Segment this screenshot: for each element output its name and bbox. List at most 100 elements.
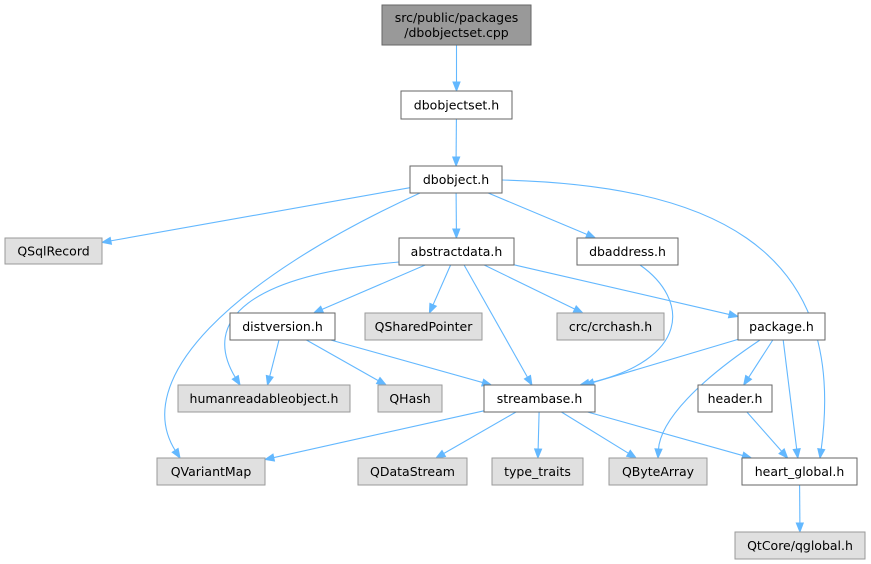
node-qhash: QHash bbox=[377, 384, 443, 413]
arrow-head bbox=[533, 448, 543, 460]
edge-package_h-to-header_h bbox=[742, 339, 774, 387]
node-box bbox=[491, 457, 584, 486]
node-box bbox=[4, 237, 103, 265]
node-box bbox=[364, 312, 483, 341]
arrow-head bbox=[523, 374, 533, 387]
node-label: heart_global.h bbox=[755, 464, 845, 479]
node-abstractdata-h[interactable]: abstractdata.h bbox=[398, 237, 515, 266]
node-package-h[interactable]: package.h bbox=[737, 312, 826, 341]
edge-dbobject_h-to-qvariantmap bbox=[164, 192, 421, 460]
node-dbaddress-h[interactable]: dbaddress.h bbox=[576, 237, 679, 266]
edge-abstractdata_h-to-distversion_h bbox=[312, 264, 426, 314]
node-label: header.h bbox=[708, 391, 763, 406]
edge-line bbox=[587, 264, 674, 384]
node-dbobjectset-h[interactable]: dbobjectset.h bbox=[400, 90, 513, 120]
edge-header_h-to-heart_global_h bbox=[746, 411, 789, 460]
edge-line bbox=[442, 411, 517, 455]
edge-heart_global_h-to-qglobal_h bbox=[795, 484, 805, 534]
arrow-head bbox=[742, 374, 753, 387]
node-label: QSqlRecord bbox=[17, 244, 89, 259]
arrow-head bbox=[452, 228, 461, 240]
node-box bbox=[409, 165, 503, 194]
node-box bbox=[741, 457, 858, 486]
node-label: abstractdata.h bbox=[411, 244, 503, 259]
node-label: QSharedPointer bbox=[375, 319, 474, 334]
node-box bbox=[177, 384, 351, 413]
arrow-head bbox=[625, 449, 638, 459]
edge-line bbox=[746, 411, 783, 453]
node-box bbox=[398, 237, 515, 266]
node-label: package.h bbox=[749, 319, 814, 334]
arrow-head bbox=[100, 236, 113, 245]
edge-abstractdata_h-to-humanreadableobject_h bbox=[224, 261, 400, 387]
node-type-traits: type_traits bbox=[491, 457, 584, 486]
arrow-head bbox=[584, 230, 597, 239]
edge-distversion_h-to-streambase_h bbox=[330, 339, 493, 387]
node-box bbox=[737, 312, 826, 341]
edge-line bbox=[224, 261, 400, 379]
edge-line bbox=[501, 179, 826, 451]
edge-dbobject_h-to-qsqlrecord bbox=[100, 187, 411, 245]
node-label: streambase.h bbox=[497, 391, 583, 406]
node-streambase-h[interactable]: streambase.h bbox=[483, 384, 596, 413]
node-box bbox=[483, 384, 596, 413]
node-label: QByteArray bbox=[622, 464, 695, 479]
node-box bbox=[156, 457, 266, 486]
arrow-head bbox=[312, 305, 325, 314]
edge-abstractdata_h-to-package_h bbox=[513, 264, 740, 319]
edge-package_h-to-heart_global_h bbox=[782, 339, 801, 460]
arrow-head bbox=[572, 305, 585, 314]
node-dbobject-h[interactable]: dbobject.h bbox=[409, 165, 503, 194]
node-label: QtCore/qglobal.h bbox=[747, 538, 853, 553]
edge-line bbox=[561, 411, 630, 455]
node-header-h[interactable]: header.h bbox=[697, 384, 773, 413]
node-box bbox=[556, 312, 665, 341]
edge-line bbox=[164, 192, 421, 452]
arrow-head bbox=[231, 374, 241, 387]
node-distversion-h[interactable]: distversion.h bbox=[229, 312, 336, 341]
edge-line bbox=[747, 339, 774, 379]
node-root[interactable]: src/public/packages/dbobjectset.cpp bbox=[381, 4, 532, 46]
edge-streambase_h-to-type_traits bbox=[533, 411, 543, 460]
node-label: dbobject.h bbox=[423, 172, 489, 187]
node-label: QDataStream bbox=[370, 464, 455, 479]
arrow-head bbox=[727, 310, 740, 319]
edge-line bbox=[432, 264, 452, 306]
node-qvariantmap: QVariantMap bbox=[156, 457, 266, 486]
node-label: QHash bbox=[389, 391, 430, 406]
edge-distversion_h-to-humanreadableobject_h bbox=[265, 339, 280, 387]
edge-line bbox=[657, 339, 761, 451]
node-label: dbobjectset.h bbox=[414, 98, 499, 113]
node-qsharedpointer: QSharedPointer bbox=[364, 312, 483, 341]
arrow-head bbox=[778, 448, 789, 460]
edge-abstractdata_h-to-crchash_h bbox=[483, 264, 585, 314]
arrow-head bbox=[263, 453, 276, 462]
arrow-head bbox=[795, 522, 805, 534]
edge-dbobjectset_h-to-dbobject_h bbox=[451, 118, 461, 168]
edge-line bbox=[272, 410, 485, 459]
edge-streambase_h-to-qvariantmap bbox=[263, 410, 485, 462]
edge-line bbox=[587, 411, 744, 457]
edge-root-to-dbobjectset_h bbox=[452, 45, 461, 93]
node-heart-global-h[interactable]: heart_global.h bbox=[741, 457, 858, 486]
edge-line bbox=[109, 187, 411, 242]
node-qsqlrecord: QSqlRecord bbox=[4, 237, 103, 265]
edge-line bbox=[782, 339, 798, 451]
edge-dbobject_h-to-dbaddress_h bbox=[487, 192, 597, 239]
node-box bbox=[400, 90, 513, 120]
edge-dbobject_h-to-heart_global_h bbox=[501, 179, 826, 460]
arrow-head bbox=[452, 81, 461, 93]
node-box bbox=[377, 384, 443, 413]
node-box bbox=[357, 457, 468, 486]
arrow-head bbox=[434, 449, 447, 459]
arrow-head bbox=[375, 376, 388, 386]
edge-line bbox=[537, 411, 540, 451]
edge-line bbox=[513, 264, 731, 316]
arrow-head bbox=[654, 448, 663, 460]
edge-dbobject_h-to-abstractdata_h bbox=[452, 192, 461, 240]
arrow-head bbox=[817, 448, 826, 460]
arrow-head bbox=[428, 302, 438, 315]
node-label: dbaddress.h bbox=[589, 244, 666, 259]
arrow-head bbox=[451, 156, 461, 168]
